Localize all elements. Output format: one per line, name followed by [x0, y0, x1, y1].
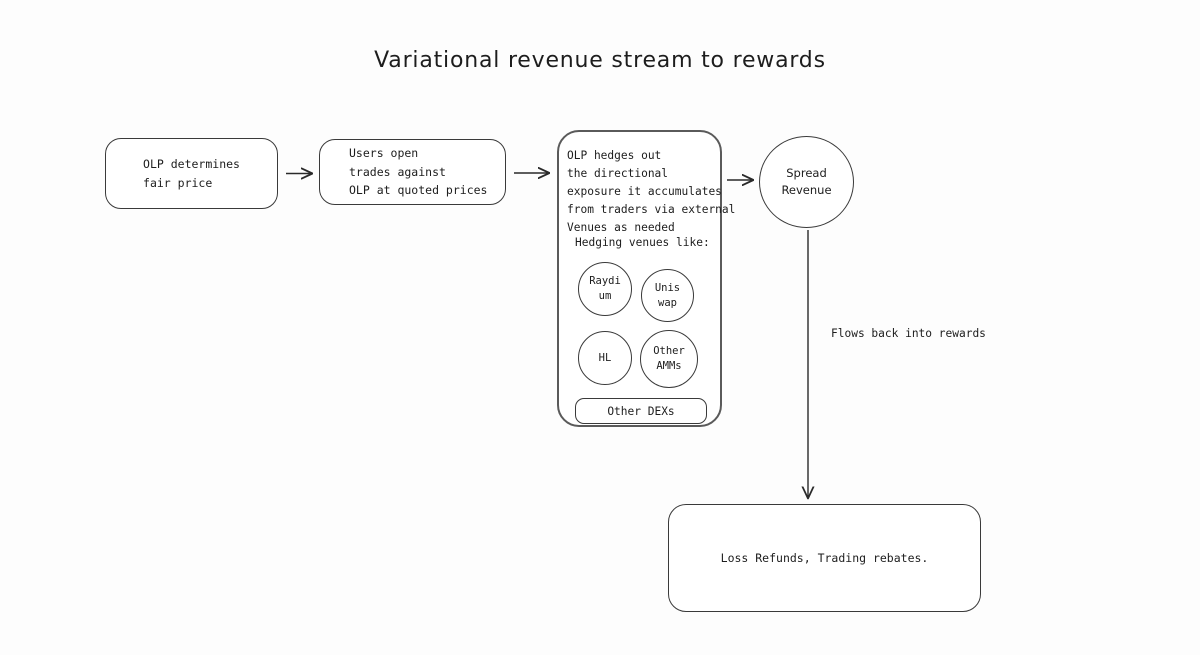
node-loss-refunds-trading-rebates[interactable]: Loss Refunds, Trading rebates. [668, 504, 981, 612]
node-users-open-trades-label: Users open trades against OLP at quoted … [349, 146, 488, 198]
page-title: Variational revenue stream to rewards [374, 48, 826, 73]
venue-raydium[interactable]: Raydi um [578, 262, 632, 316]
node-olp-determines-fair-price[interactable]: OLP determines fair price [105, 138, 278, 209]
node-loss-refunds-label: Loss Refunds, Trading rebates. [720, 550, 929, 565]
node-users-open-trades[interactable]: Users open trades against OLP at quoted … [319, 139, 506, 205]
venue-other-dexs[interactable]: Other DEXs [575, 398, 707, 424]
node-olp-fair-price-label: OLP determines fair price [143, 156, 240, 190]
hedging-panel-header: OLP hedges out the directional exposure … [567, 149, 736, 235]
venue-hl[interactable]: HL [578, 331, 632, 385]
hedging-panel-subtitle: Hedging venues like: [575, 236, 710, 249]
edge-label-flows-back-into-rewards: Flows back into rewards [831, 327, 986, 340]
node-spread-revenue[interactable]: Spread Revenue [759, 136, 854, 228]
panel-hedging-venues[interactable]: OLP hedges out the directional exposure … [557, 130, 735, 427]
venue-uniswap[interactable]: Unis wap [641, 269, 694, 322]
venue-other-amms[interactable]: Other AMMs [640, 330, 698, 388]
